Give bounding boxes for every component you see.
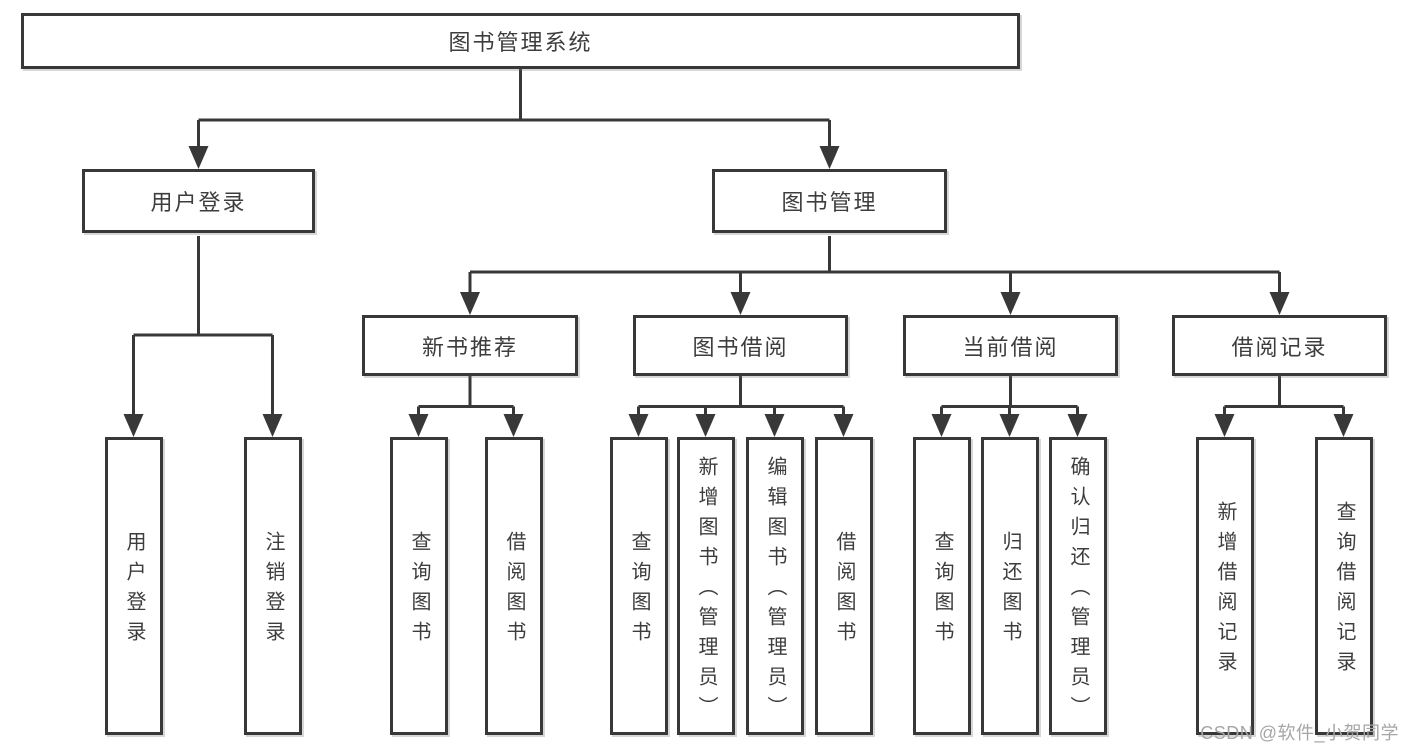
leaf-cb-confirm-return-admin-label: 确认归还（管理员）: [1067, 456, 1089, 726]
node-current-borrowing-label: 当前借阅: [962, 334, 1059, 360]
arrow-leaf-cb-query: [931, 414, 952, 437]
leaf-cb-return-books-label: 归还图书: [999, 531, 1021, 651]
leaf-bb-borrow-books-label: 借阅图书: [833, 531, 855, 651]
leaf-nr-query-books-label: 查询图书: [408, 531, 430, 651]
csdn-watermark: CSDN @软件_小贺同学: [1200, 723, 1399, 743]
leaf-cb-query-books-label: 查询图书: [931, 531, 953, 651]
node-book-management-label: 图书管理: [781, 190, 878, 215]
arrow-current-borrowing: [1000, 292, 1021, 315]
leaf-br-query-record: 查询借阅记录: [1315, 437, 1373, 735]
arrow-leaf-bb-query: [628, 414, 649, 437]
node-book-management: 图书管理: [712, 169, 947, 233]
arrow-leaf-bb-borrow: [833, 414, 854, 437]
leaf-cb-confirm-return-admin: 确认归还（管理员）: [1049, 437, 1107, 735]
arrow-leaf-cb-confirm: [1067, 414, 1088, 437]
node-book-borrowing: 图书借阅: [633, 315, 848, 376]
arrow-leaf-nr-query: [408, 414, 429, 437]
node-library-system: 图书管理系统: [21, 13, 1020, 69]
node-new-book-recommend: 新书推荐: [362, 315, 578, 376]
node-user-login: 用户登录: [82, 169, 315, 233]
leaf-nr-borrow-books: 借阅图书: [485, 437, 543, 735]
arrowheads: [123, 146, 1354, 437]
node-library-system-label: 图书管理系统: [448, 30, 593, 55]
arrow-leaf-bb-edit: [764, 414, 785, 437]
arrow-book-borrowing: [730, 292, 751, 315]
connector-lines: [132, 69, 1345, 416]
node-new-book-recommend-label: 新书推荐: [421, 334, 518, 360]
arrow-book-management: [819, 146, 840, 169]
node-borrowing-records: 借阅记录: [1172, 315, 1387, 376]
arrow-leaf-user-login: [123, 414, 144, 437]
arrow-new-book-recommend: [460, 292, 480, 315]
leaf-logout: 注销登录: [244, 437, 302, 735]
node-user-login-label: 用户登录: [150, 190, 247, 215]
arrow-leaf-bb-add: [695, 414, 716, 437]
leaf-bb-edit-books-admin-label: 编辑图书（管理员）: [764, 456, 786, 726]
connector-new-book-recommend: [417, 376, 515, 416]
leaf-logout-label: 注销登录: [262, 531, 284, 651]
connector-book-borrowing: [637, 376, 845, 416]
arrow-leaf-br-query: [1333, 414, 1354, 437]
leaf-bb-add-books-admin: 新增图书（管理员）: [677, 437, 735, 735]
connector-root: [197, 69, 831, 148]
arrow-leaf-logout: [262, 414, 283, 437]
leaf-bb-edit-books-admin: 编辑图书（管理员）: [746, 437, 804, 735]
arrow-borrowing-records: [1269, 292, 1290, 315]
arrow-user-login: [188, 146, 209, 169]
leaf-nr-query-books: 查询图书: [390, 437, 448, 735]
connector-borrowing-records: [1223, 376, 1345, 416]
leaf-bb-query-books-label: 查询图书: [628, 531, 650, 651]
leaf-user-login-label: 用户登录: [123, 531, 145, 651]
node-borrowing-records-label: 借阅记录: [1231, 334, 1328, 360]
connector-user-login: [132, 236, 274, 416]
leaf-br-query-record-label: 查询借阅记录: [1333, 501, 1355, 681]
node-book-borrowing-label: 图书借阅: [692, 334, 789, 360]
leaf-br-add-record: 新增借阅记录: [1196, 437, 1254, 735]
leaf-nr-borrow-books-label: 借阅图书: [503, 531, 525, 651]
arrow-leaf-nr-borrow: [503, 414, 524, 437]
leaf-bb-query-books: 查询图书: [610, 437, 668, 735]
arrow-leaf-cb-return: [999, 414, 1020, 437]
leaf-cb-return-books: 归还图书: [981, 437, 1039, 735]
leaf-br-add-record-label: 新增借阅记录: [1214, 501, 1236, 681]
leaf-bb-add-books-admin-label: 新增图书（管理员）: [695, 456, 717, 726]
connector-current-borrowing: [940, 376, 1079, 416]
node-current-borrowing: 当前借阅: [903, 315, 1118, 376]
leaf-user-login: 用户登录: [105, 437, 163, 735]
leaf-bb-borrow-books: 借阅图书: [815, 437, 873, 735]
connector-book-management: [468, 236, 1281, 294]
leaf-cb-query-books: 查询图书: [913, 437, 971, 735]
arrow-leaf-br-add: [1214, 414, 1235, 437]
